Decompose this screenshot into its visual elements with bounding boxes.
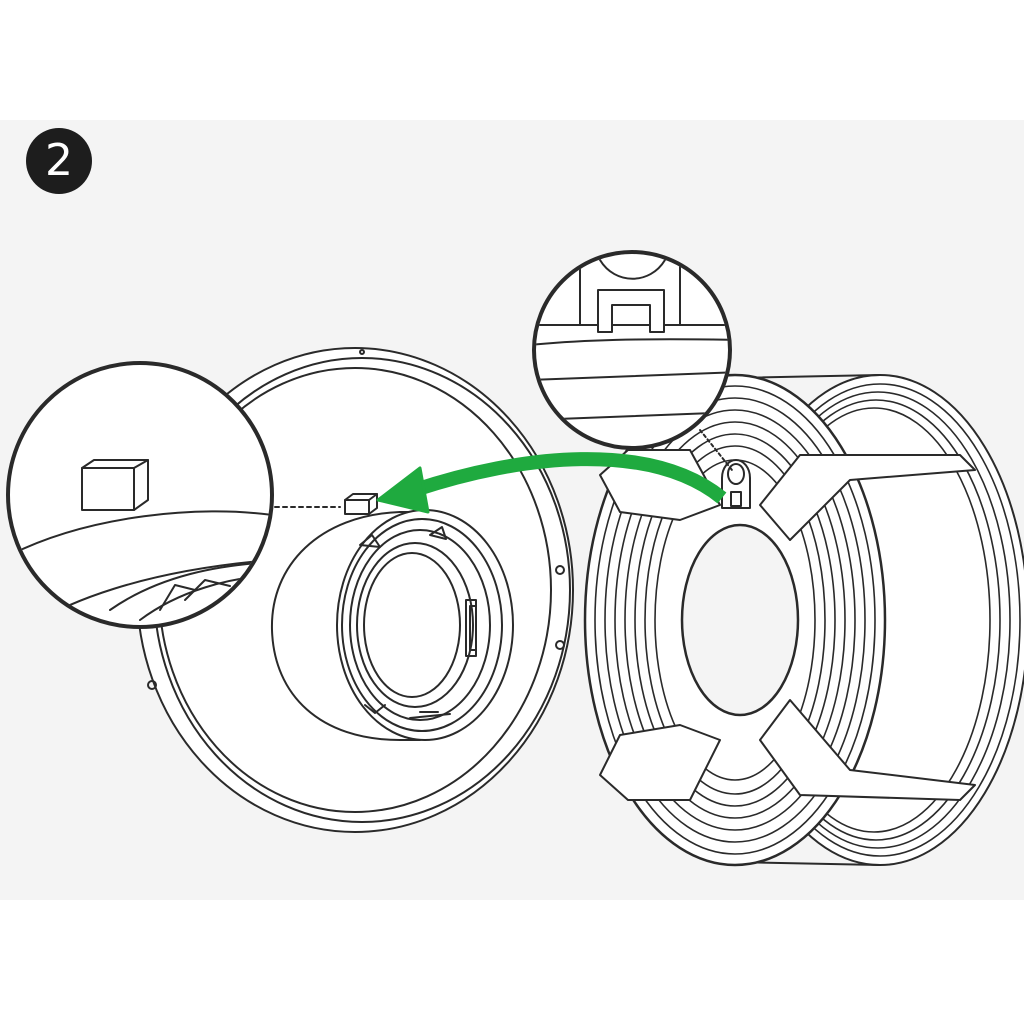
- curved-arrow-icon: [376, 452, 727, 514]
- filament-coil: [583, 373, 1024, 867]
- step-number: 2: [45, 135, 73, 186]
- detail-callout-right: [532, 250, 733, 471]
- step-number-badge: 2: [26, 128, 92, 194]
- spool-hub: [270, 509, 514, 741]
- locking-key: [344, 493, 378, 515]
- detail-callout-left: [6, 361, 341, 629]
